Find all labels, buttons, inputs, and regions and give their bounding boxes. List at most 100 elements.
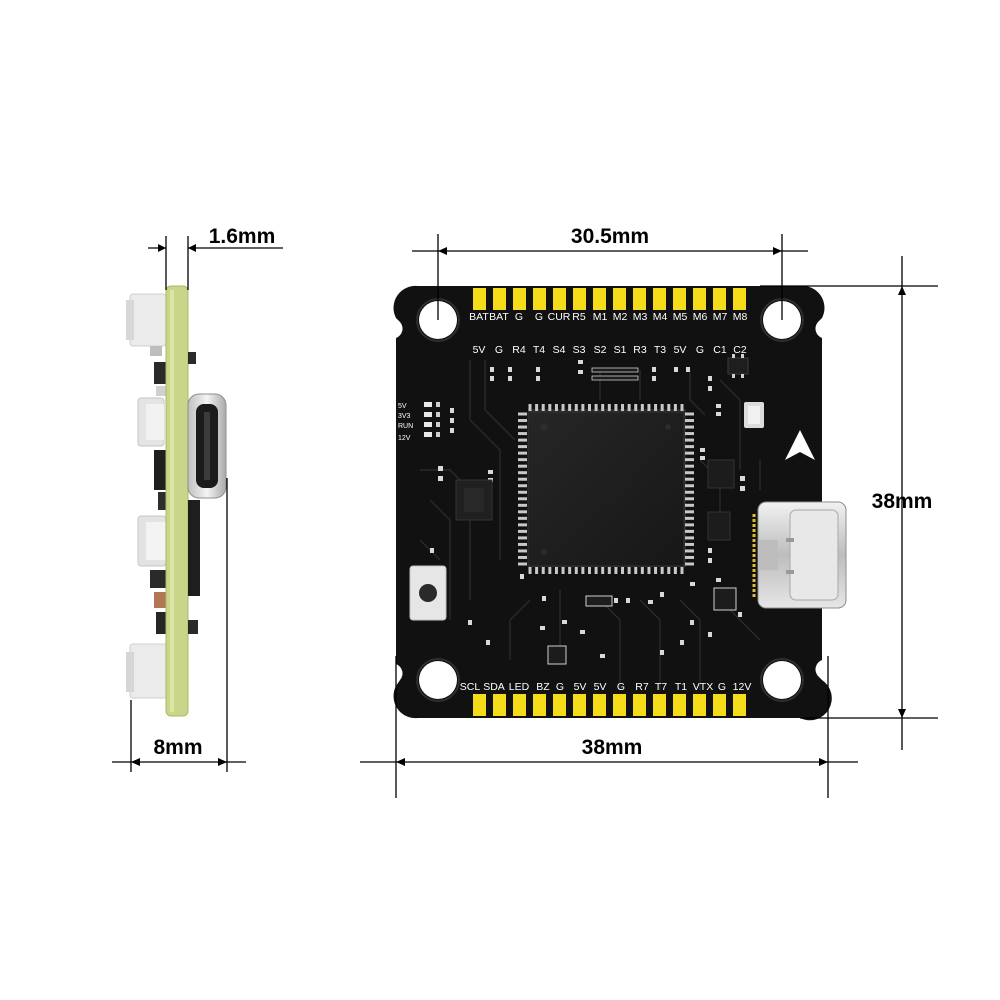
side-connector-bottom <box>129 643 169 699</box>
mcu-pin <box>518 464 527 468</box>
pin-label: G <box>617 681 625 693</box>
mcu-pin <box>640 567 644 574</box>
mcu-pin <box>667 404 671 411</box>
mcu-pin <box>667 567 671 574</box>
pin-label: 12V <box>733 681 752 693</box>
bottom-row-labels: SCL SDA LED BZ G 5V 5V G R7 T7 T1 VTX G … <box>460 681 752 693</box>
pin-label: G <box>495 344 503 356</box>
mcu-pin <box>518 419 527 423</box>
side-pcb <box>165 285 189 717</box>
mcu-pin <box>554 567 558 574</box>
mcu-pin <box>621 404 625 411</box>
mcu-pin <box>685 438 694 442</box>
board-width-label: 38mm <box>582 736 643 759</box>
pin-label: T4 <box>533 344 545 356</box>
pin-label: S3 <box>573 344 586 356</box>
top-pads <box>473 288 746 310</box>
mcu-pin <box>518 458 527 462</box>
mcu-pin <box>518 503 527 507</box>
mcu-pin <box>685 523 694 527</box>
pin-label: M3 <box>633 311 648 323</box>
mcu-pin <box>685 458 694 462</box>
pin-label: G <box>535 311 543 323</box>
pin-label: R5 <box>572 311 586 323</box>
mcu-pin <box>685 497 694 501</box>
mcu-pin <box>647 404 651 411</box>
mcu-pin <box>518 510 527 514</box>
pin-label: M8 <box>733 311 748 323</box>
mcu-pin <box>541 567 545 574</box>
boot-button <box>409 565 447 621</box>
mcu-pin <box>685 562 694 566</box>
mcu-pin <box>685 451 694 455</box>
pin-label: T3 <box>654 344 666 356</box>
mcu-pin <box>647 567 651 574</box>
top-row-lower-labels: 5V G R4 T4 S4 S3 S2 S1 R3 T3 5V G C1 C2 <box>473 344 747 356</box>
mcu-pin <box>614 404 618 411</box>
height-label: 8mm <box>153 736 202 759</box>
pin-label: SCL <box>460 681 481 693</box>
usb-c-port <box>752 501 847 609</box>
mcu-pin <box>685 425 694 429</box>
mcu-pin <box>634 567 638 574</box>
mcu-pin <box>660 567 664 574</box>
mcu-pin <box>518 445 527 449</box>
pin-label: M2 <box>613 311 628 323</box>
mcu-pin <box>554 404 558 411</box>
mcu-pin <box>685 529 694 533</box>
bottom-pads <box>473 694 746 716</box>
mcu-pin <box>535 567 539 574</box>
mcu-pin <box>518 425 527 429</box>
pin-label: BAT <box>489 311 509 323</box>
pin-label: G <box>696 344 704 356</box>
mcu-pin <box>640 404 644 411</box>
pin-label: G <box>515 311 523 323</box>
mount-hole <box>419 661 457 699</box>
pin-label: VTX <box>693 681 713 693</box>
side-view <box>126 285 227 717</box>
top-row-upper-labels: BAT BAT G G CUR R5 M1 M2 M3 M4 M5 M6 M7 … <box>469 311 747 323</box>
mcu-pin <box>673 404 677 411</box>
mcu-pin <box>685 503 694 507</box>
thickness-label: 1.6mm <box>209 225 276 248</box>
mcu-pin <box>528 404 532 411</box>
mcu-pin <box>685 432 694 436</box>
board-top-view: BAT BAT G G CUR R5 M1 M2 M3 M4 M5 M6 M7 … <box>393 285 847 721</box>
mcu-pin <box>680 404 684 411</box>
pin-label: M5 <box>673 311 688 323</box>
mcu-pin <box>621 567 625 574</box>
pin-label: BZ <box>536 681 550 693</box>
crystal <box>585 595 613 607</box>
mcu-pin <box>594 404 598 411</box>
pin-label: C1 <box>713 344 727 356</box>
pin-label: LED <box>509 681 530 693</box>
mcu-pin <box>685 445 694 449</box>
pin-label: BAT <box>469 311 489 323</box>
pin-label: R7 <box>635 681 649 693</box>
mcu-pin <box>548 567 552 574</box>
dimension-board-width <box>360 656 858 798</box>
mcu-pin <box>518 432 527 436</box>
mcu-pin <box>634 404 638 411</box>
mcu-pin <box>654 567 658 574</box>
mcu-pin <box>581 404 585 411</box>
pin-label: C2 <box>733 344 747 356</box>
pin-label: M7 <box>713 311 728 323</box>
mcu-pin <box>685 477 694 481</box>
ic-small <box>547 645 567 665</box>
mcu-pin <box>594 567 598 574</box>
dimension-height <box>112 478 246 772</box>
mcu-pin <box>660 404 664 411</box>
mcu-pin <box>685 412 694 416</box>
mcu-pin <box>518 484 527 488</box>
ic-small <box>713 587 737 611</box>
pin-label: S1 <box>614 344 627 356</box>
mcu-pin <box>518 555 527 559</box>
pin-label: CUR <box>548 311 571 323</box>
mcu-pin <box>548 404 552 411</box>
mount-spacing-label: 30.5mm <box>571 225 649 248</box>
mcu-pin <box>574 404 578 411</box>
mcu-pin <box>685 419 694 423</box>
pin-label: 5V <box>674 344 687 356</box>
